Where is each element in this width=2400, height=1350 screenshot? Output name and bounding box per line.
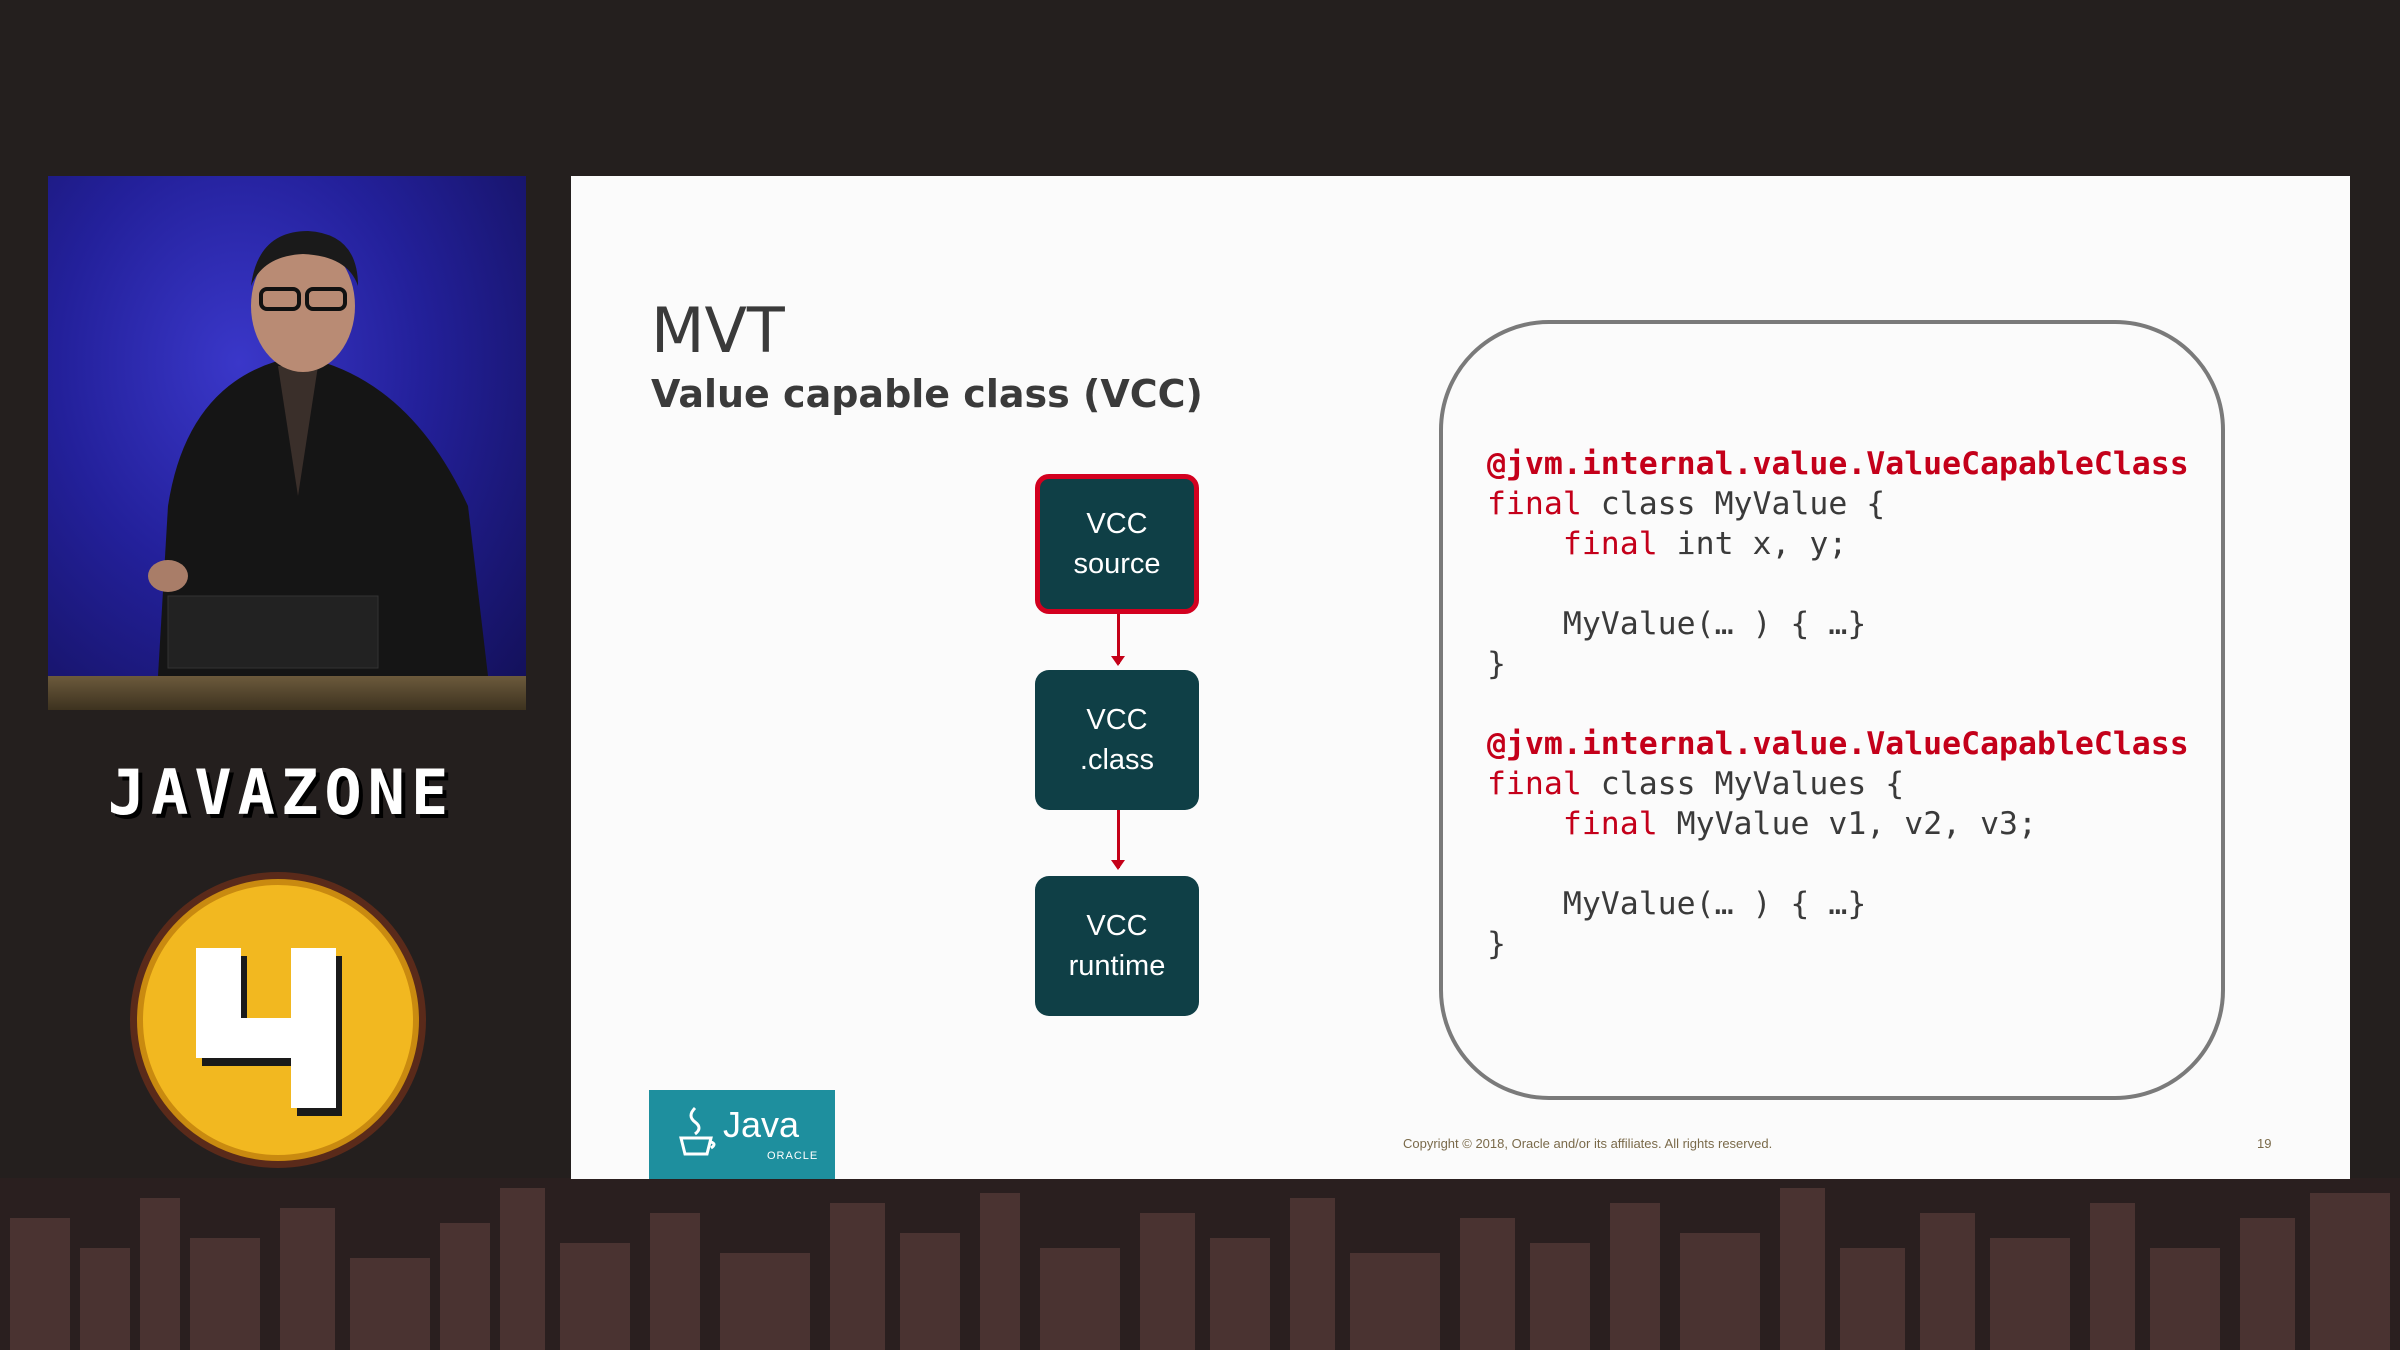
speaker-video bbox=[48, 176, 526, 710]
copyright-notice: Copyright © 2018, Oracle and/or its affi… bbox=[1403, 1136, 1773, 1151]
code-text: MyValue v1, v2, v3; bbox=[1657, 806, 2037, 842]
city-skyline bbox=[0, 1178, 2400, 1350]
flow-box-line2: source bbox=[1073, 548, 1161, 580]
flow-arrow bbox=[1111, 614, 1125, 666]
code-text: MyValue(… ) { …} bbox=[1562, 886, 1867, 922]
edition-badge: 4 bbox=[130, 872, 426, 1168]
slide-subtitle: Value capable class (VCC) bbox=[651, 372, 1203, 416]
flow-box-line1: VCC bbox=[1086, 910, 1148, 942]
code-keyword: final bbox=[1562, 806, 1658, 842]
java-logo-word: Java bbox=[723, 1104, 800, 1145]
code-text: int x, y; bbox=[1657, 526, 1848, 562]
flow-box-line2: .class bbox=[1079, 744, 1155, 776]
slide-title: MVT bbox=[651, 294, 785, 367]
code-text: class MyValues { bbox=[1581, 766, 1905, 802]
flow-box-vcc-class: VCC .class bbox=[1035, 670, 1199, 810]
code-listing: @jvm.internal.value.ValueCapableClass fi… bbox=[1487, 444, 2189, 964]
code-text: class MyValue { bbox=[1581, 486, 1886, 522]
java-logo: Java ORACLE bbox=[649, 1090, 835, 1179]
flow-box-line1: VCC bbox=[1086, 508, 1148, 540]
slide-page-number: 19 bbox=[2257, 1136, 2272, 1151]
flow-box-vcc-runtime: VCC runtime bbox=[1035, 876, 1199, 1016]
code-text: } bbox=[1487, 926, 1506, 962]
flow-box-line1: VCC bbox=[1086, 704, 1148, 736]
speaker-figure bbox=[148, 231, 488, 676]
code-text: MyValue(… ) { …} bbox=[1562, 606, 1867, 642]
java-cup-icon bbox=[679, 1106, 716, 1156]
code-annotation: @jvm.internal.value.ValueCapableClass bbox=[1487, 446, 2189, 482]
flow-box-vcc-source: VCC source bbox=[1035, 474, 1199, 614]
code-panel: @jvm.internal.value.ValueCapableClass fi… bbox=[1439, 320, 2225, 1100]
podium-edge bbox=[48, 676, 526, 710]
flow-arrow bbox=[1111, 810, 1125, 870]
code-keyword: final bbox=[1487, 486, 1582, 522]
code-annotation: @jvm.internal.value.ValueCapableClass bbox=[1487, 726, 2189, 762]
conference-brand: JAVAZONE bbox=[107, 756, 455, 829]
presentation-slide: MVT Value capable class (VCC) VCC source… bbox=[571, 176, 2350, 1179]
java-logo-sub: ORACLE bbox=[767, 1150, 819, 1162]
flow-box-line2: runtime bbox=[1068, 950, 1166, 982]
code-text: } bbox=[1487, 646, 1506, 682]
code-keyword: final bbox=[1487, 766, 1582, 802]
code-keyword: final bbox=[1562, 526, 1658, 562]
